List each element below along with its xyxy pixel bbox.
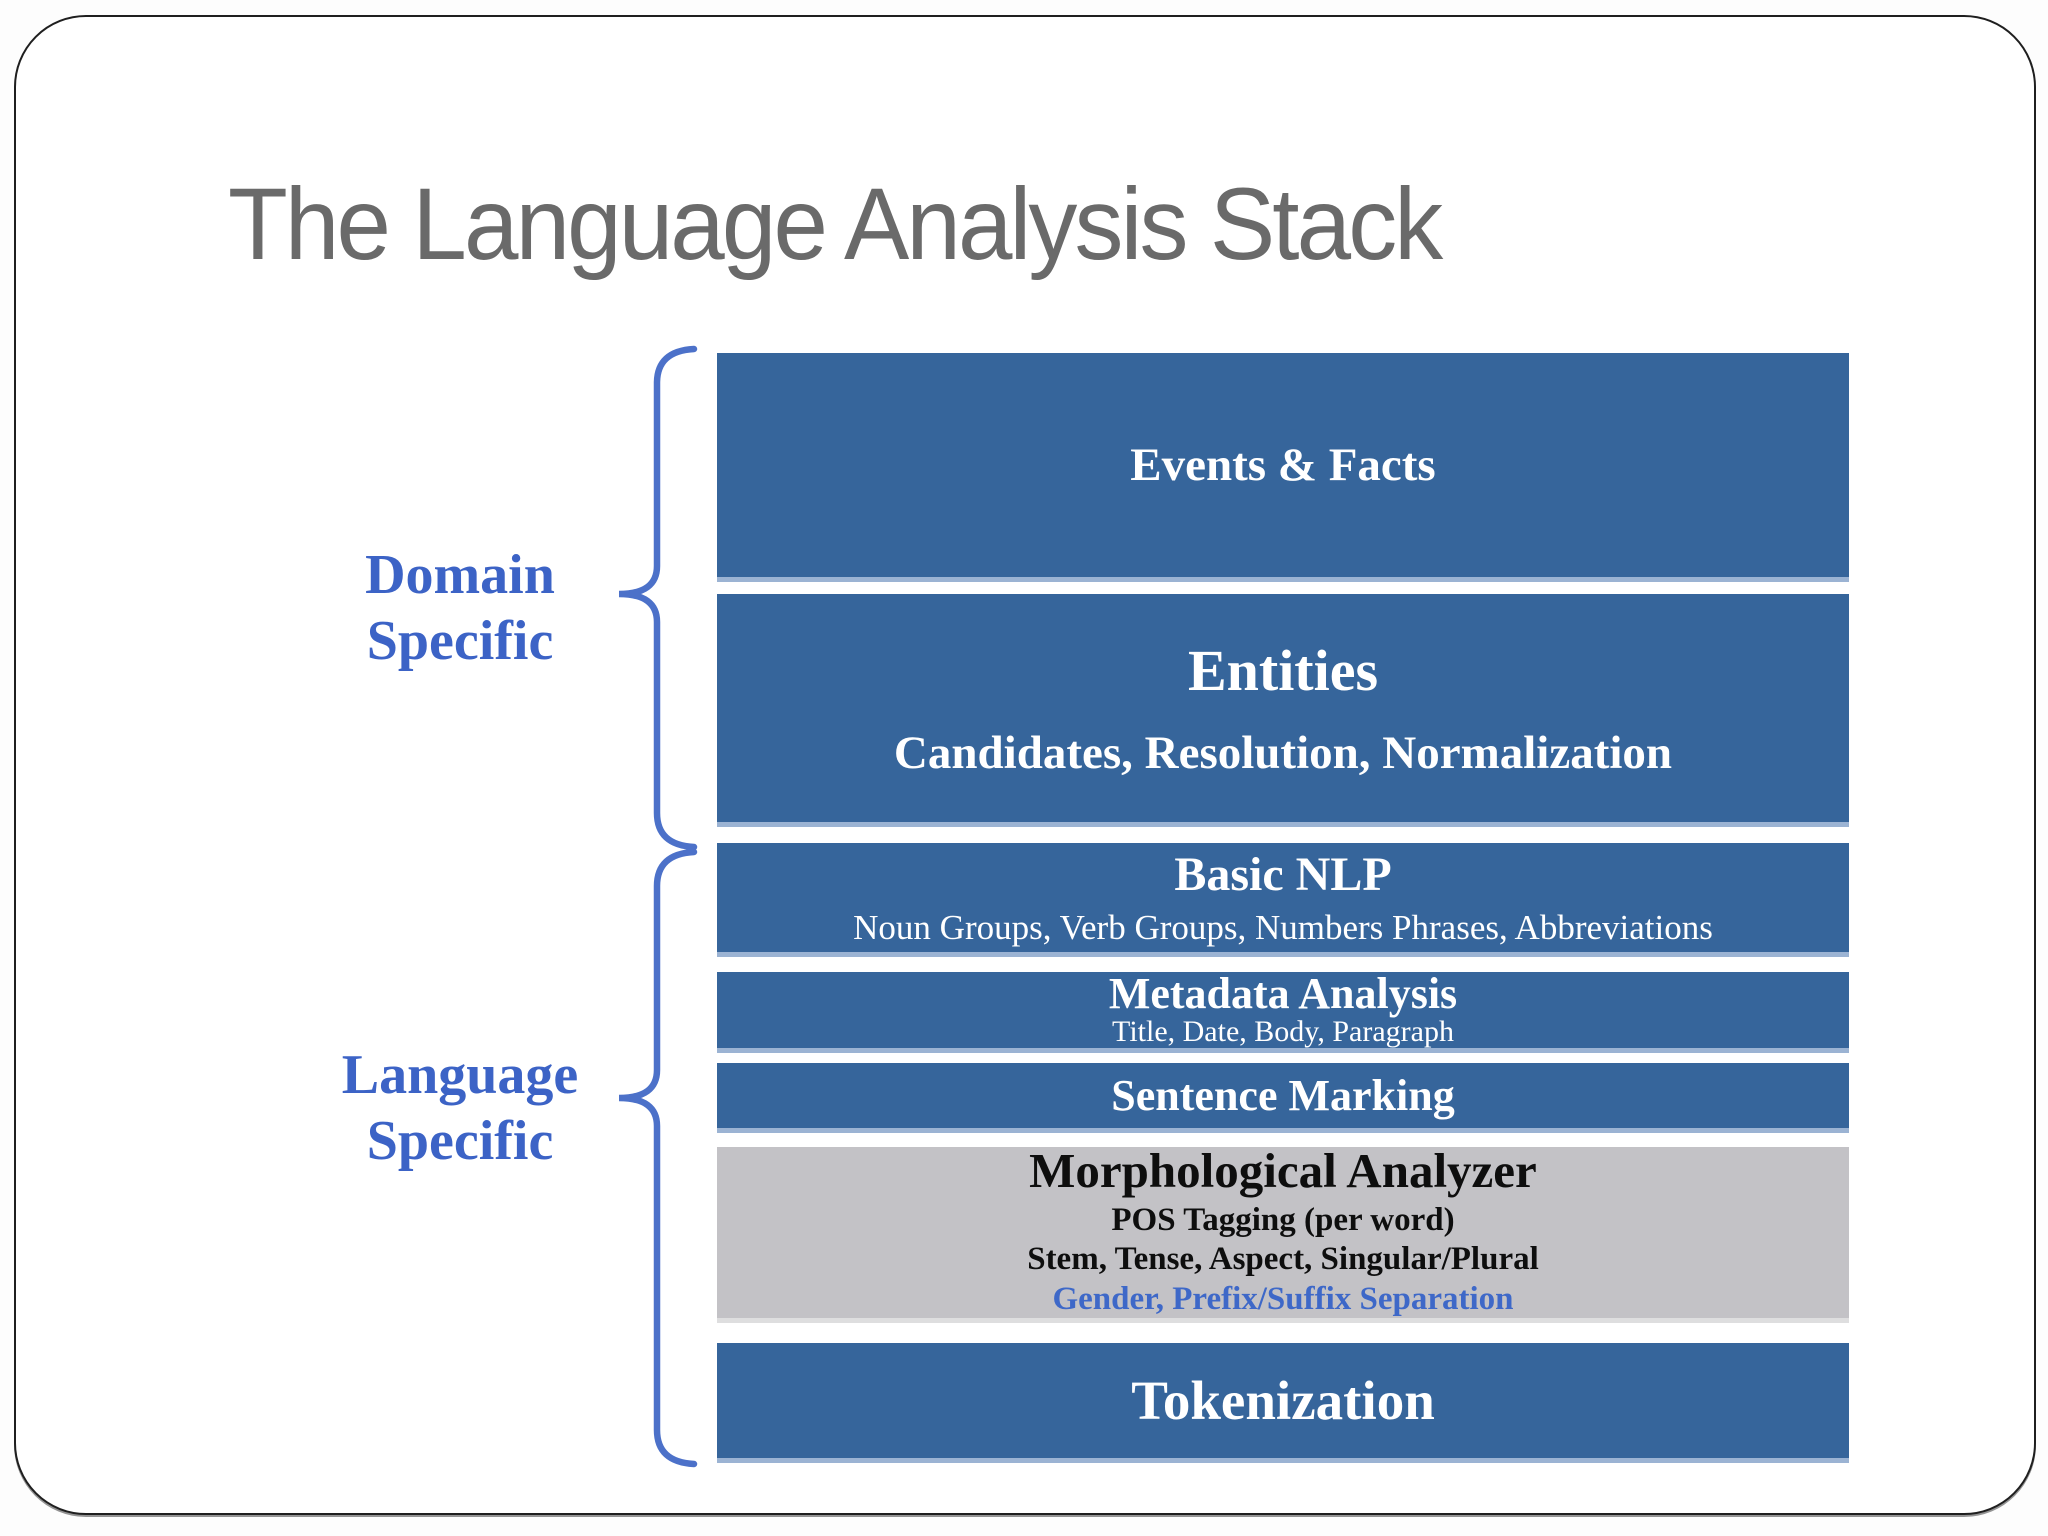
language-specific-brace-icon	[618, 848, 698, 1468]
language-specific-label-line2: Specific	[366, 1110, 554, 1173]
domain-specific-label: Domain Specific	[300, 542, 620, 674]
morphological-analyzer-title: Morphological Analyzer	[1029, 1143, 1537, 1199]
stack-box-tokenization: Tokenization	[717, 1343, 1849, 1463]
domain-specific-label-line2: Specific	[366, 610, 554, 673]
slide-title: The Language Analysis Stack	[228, 167, 1443, 281]
language-specific-label-line1: Language	[341, 1044, 579, 1106]
basic-nlp-subtitle: Noun Groups, Verb Groups, Numbers Phrase…	[853, 908, 1713, 948]
stack-box-entities: Entities Candidates, Resolution, Normali…	[717, 594, 1849, 827]
stack-box-morphological-analyzer: Morphological Analyzer POS Tagging (per …	[717, 1143, 1849, 1323]
stack-box-metadata-analysis: Metadata Analysis Title, Date, Body, Par…	[717, 972, 1849, 1053]
entities-subtitle: Candidates, Resolution, Normalization	[893, 726, 1673, 779]
analysis-stack: Events & Facts Entities Candidates, Reso…	[717, 353, 1849, 1463]
basic-nlp-title: Basic NLP	[1174, 847, 1392, 901]
morphological-analyzer-highlight-line: Gender, Prefix/Suffix Separation	[1052, 1280, 1514, 1317]
metadata-analysis-subtitle: Title, Date, Body, Paragraph	[1112, 1015, 1454, 1049]
morphological-analyzer-line1: POS Tagging (per word)	[1111, 1201, 1455, 1238]
metadata-analysis-title: Metadata Analysis	[1108, 969, 1458, 1019]
morphological-analyzer-line2: Stem, Tense, Aspect, Singular/Plural	[1027, 1240, 1539, 1277]
language-specific-label: Language Specific	[300, 1042, 620, 1174]
tokenization-title: Tokenization	[1131, 1370, 1435, 1431]
events-facts-title: Events & Facts	[1130, 439, 1436, 491]
domain-specific-label-line1: Domain	[365, 544, 555, 606]
stack-box-basic-nlp: Basic NLP Noun Groups, Verb Groups, Numb…	[717, 843, 1849, 957]
stack-box-events-facts: Events & Facts	[717, 353, 1849, 582]
entities-title: Entities	[1187, 637, 1379, 703]
stack-box-sentence-marking: Sentence Marking	[717, 1063, 1849, 1133]
sentence-marking-title: Sentence Marking	[1111, 1070, 1455, 1120]
domain-specific-brace-icon	[618, 345, 698, 851]
